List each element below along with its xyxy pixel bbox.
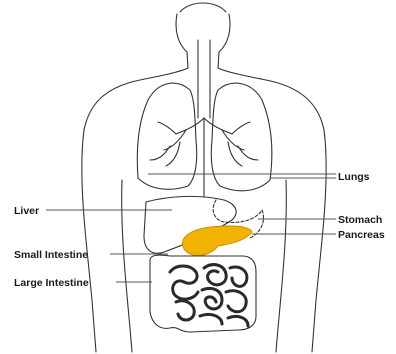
trachea [198, 40, 210, 200]
right-lung [211, 83, 272, 191]
label-lungs: Lungs [338, 171, 370, 183]
label-large-intestine: Large Intestine [14, 277, 89, 289]
lungs [137, 83, 272, 191]
label-small-intestine: Small Intestine [14, 249, 88, 261]
label-pancreas: Pancreas [338, 229, 385, 241]
label-stomach: Stomach [338, 214, 382, 226]
label-liver: Liver [14, 205, 39, 217]
left-lung [137, 83, 196, 189]
